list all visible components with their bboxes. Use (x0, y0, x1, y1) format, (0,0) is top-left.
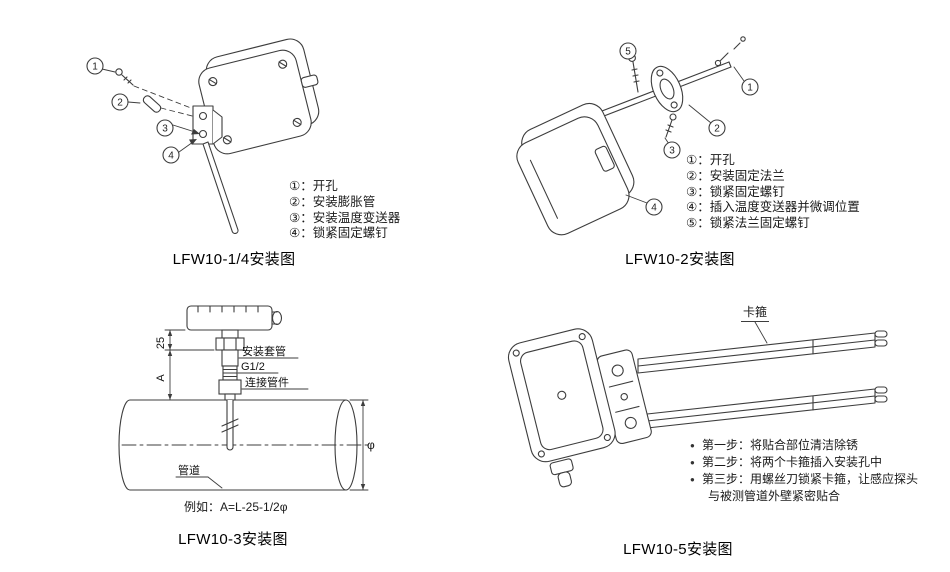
step-3-continued: 与被测管道外壁紧密贴合 (690, 488, 918, 505)
label-thread: G1/2 (241, 361, 265, 373)
callout-2: 2 (117, 98, 123, 109)
lfw10-14-diagram: 1 2 3 4 (86, 38, 320, 234)
clamp-label: 卡箍 (741, 303, 770, 322)
legend-item: ②：安装膨胀管 (289, 194, 376, 209)
pipe (118, 399, 358, 491)
bullet-icon: ● (690, 441, 695, 450)
legend-item: ②：安装固定法兰 (686, 168, 785, 183)
flange-screw-icon (628, 54, 640, 93)
step-text: 第三步：用螺丝刀锁紧卡箍，让感应探头 (702, 472, 919, 486)
example-formula: 例如：A=L-25-1/2φ (184, 500, 288, 514)
probe (202, 141, 239, 234)
lfw10-2-diagram: 5 1 2 3 4 (516, 36, 759, 236)
figure-title-lfw10-3: LFW10-3安装图 (178, 531, 288, 548)
legend-item: ③：安装温度变送器 (289, 210, 401, 225)
drill-pin-icon (714, 36, 746, 67)
clamp-bracket (596, 349, 652, 445)
mounting-flange (650, 65, 684, 113)
callout-3: 3 (162, 124, 168, 135)
step-text: 第二步：将两个卡箍插入安装孔中 (702, 455, 883, 469)
callout-3: 3 (669, 146, 675, 157)
expansion-screw-icon (115, 68, 134, 86)
step-1: ● 第一步：将贴合部位清洁除锈 (690, 437, 918, 454)
dim-phi: φ (367, 438, 375, 452)
clamp-straps (637, 330, 888, 430)
install-steps: ● 第一步：将贴合部位清洁除锈 ● 第二步：将两个卡箍插入安装孔中 ● 第三步：… (690, 437, 918, 505)
callout-4: 4 (168, 151, 174, 162)
label-fitting: 连接管件 (245, 375, 289, 389)
figure-title-lfw10-2: LFW10-2安装图 (625, 251, 735, 268)
callout-1: 1 (747, 83, 753, 94)
lfw10-3-diagram: 25 A φ 安装套管 G1/2 连接管件 管道 (118, 305, 375, 491)
legend-item: ①：开孔 (686, 153, 735, 167)
legend-lfw10-14: ①：开孔 ②：安装膨胀管 ③：安装温度变送器 ④：锁紧固定螺钉 (289, 179, 400, 242)
figure-title-lfw10-14: LFW10-1/4安装图 (172, 251, 296, 268)
stem-fittings (215, 329, 245, 401)
legend-item: ④：锁紧固定螺钉 (289, 226, 388, 241)
set-screw-icon (665, 113, 677, 138)
bullet-icon: ● (690, 458, 695, 467)
legend-item: ⑤：锁紧法兰固定螺钉 (686, 216, 810, 231)
dim-25: 25 (155, 337, 167, 349)
label-leaders (175, 357, 309, 489)
callout-4: 4 (651, 203, 657, 214)
callout-1: 1 (92, 62, 98, 73)
cable-gland (549, 458, 574, 488)
lfw10-5-diagram (507, 321, 888, 488)
step-3: ● 第三步：用螺丝刀锁紧卡箍，让感应探头 (690, 471, 918, 488)
legend-lfw10-2: ①：开孔 ②：安装固定法兰 ③：锁紧固定螺钉 ④：插入温度变送器并微调位置 ⑤：… (686, 153, 860, 232)
transmitter-box (516, 102, 635, 236)
step-text: 第一步：将贴合部位清洁除锈 (702, 438, 859, 452)
figure-title-lfw10-5: LFW10-5安装图 (623, 541, 733, 558)
step-2: ● 第二步：将两个卡箍插入安装孔中 (690, 454, 918, 471)
label-pipe: 管道 (178, 463, 200, 477)
dimension-phi (349, 399, 369, 491)
callout-circles (86, 57, 180, 164)
bullet-icon (696, 488, 708, 505)
legend-item: ③：锁紧固定螺钉 (686, 184, 785, 199)
bullet-icon: ● (690, 475, 695, 484)
callout-circles (619, 42, 759, 216)
expansion-tube-icon (142, 95, 162, 113)
callout-2: 2 (714, 124, 720, 135)
mounting-bracket (192, 105, 223, 145)
legend-item: ①：开孔 (289, 179, 338, 193)
label-sleeve: 安装套管 (242, 344, 286, 358)
transmitter-head (186, 305, 283, 331)
transmitter-box (198, 38, 320, 155)
legend-item: ④：插入温度变送器并微调位置 (686, 200, 860, 215)
probe (221, 399, 239, 451)
dimension-left (164, 329, 215, 401)
sensor-body (507, 328, 616, 463)
callout-5: 5 (625, 47, 631, 58)
dim-A: A (155, 374, 167, 382)
step-text: 与被测管道外壁紧密贴合 (708, 489, 841, 503)
